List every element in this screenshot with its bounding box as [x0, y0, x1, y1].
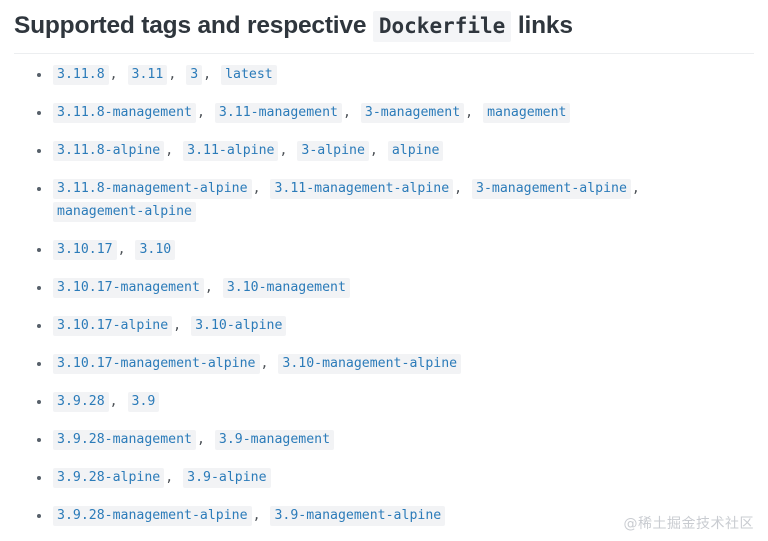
tag-link[interactable]: 3.10.17-management: [53, 277, 204, 298]
tag-separator: ,: [279, 142, 288, 158]
tag-link[interactable]: 3.9.28-alpine: [53, 467, 165, 488]
tag-link[interactable]: 3.10.17-management-alpine: [53, 353, 260, 374]
tag-separator: ,: [204, 279, 213, 295]
tag-line: 3.10.17-alpine, 3.10-alpine: [53, 315, 287, 336]
tag-line: 3.10.17-management-alpine, 3.10-manageme…: [53, 353, 462, 374]
tag-separator: ,: [109, 66, 118, 82]
tag-link[interactable]: latest: [221, 64, 277, 85]
tag-separator: ,: [173, 317, 182, 333]
tag-line: 3.11.8, 3.11, 3, latest: [53, 64, 277, 85]
tag-separator: ,: [165, 469, 174, 485]
watermark: @稀土掘金技术社区: [623, 516, 754, 532]
tag-link[interactable]: 3.11.8-management-alpine: [53, 178, 252, 199]
tag-link[interactable]: 3-alpine: [297, 140, 369, 161]
tag-line: 3.9.28-management-alpine, 3.9-management…: [53, 505, 446, 526]
tag-link[interactable]: 3-management-alpine: [472, 178, 631, 199]
tag-separator: ,: [631, 180, 640, 196]
tag-link[interactable]: 3.9.28: [53, 391, 109, 412]
tag-link[interactable]: 3.11-management-alpine: [270, 178, 454, 199]
tag-line: 3.9.28-management, 3.9-management: [53, 429, 335, 450]
list-item: 3.10.17-management, 3.10-management: [0, 276, 768, 299]
tag-link[interactable]: 3.9.28-management-alpine: [53, 505, 252, 526]
tag-link[interactable]: 3.10: [135, 239, 176, 260]
tag-link[interactable]: 3.9: [127, 391, 160, 412]
tag-separator: ,: [165, 142, 174, 158]
tag-link[interactable]: 3.10-management: [222, 277, 350, 298]
tag-link[interactable]: 3.10-alpine: [191, 315, 287, 336]
list-item: 3.9.28-alpine, 3.9-alpine: [0, 466, 768, 489]
tag-line: 3.10.17-management, 3.10-management: [53, 277, 350, 298]
heading-section: Supported tags and respective Dockerfile…: [0, 0, 768, 54]
tag-link[interactable]: 3-management: [360, 102, 465, 123]
tag-separator: ,: [196, 431, 205, 447]
list-item: 3.10.17-management-alpine, 3.10-manageme…: [0, 352, 768, 375]
list-item: 3.11.8-management, 3.11-management, 3-ma…: [0, 101, 768, 124]
tag-link[interactable]: 3.11.8-alpine: [53, 140, 165, 161]
tag-link[interactable]: 3.9.28-management: [53, 429, 196, 450]
tag-link[interactable]: alpine: [387, 140, 444, 161]
tag-separator: ,: [252, 180, 261, 196]
tag-separator: ,: [203, 66, 212, 82]
tag-separator: ,: [465, 104, 474, 120]
tag-link[interactable]: 3.9-management-alpine: [270, 505, 446, 526]
tag-separator: ,: [117, 241, 126, 257]
tag-line: 3.9.28-alpine, 3.9-alpine: [53, 467, 271, 488]
list-item: 3.10.17-alpine, 3.10-alpine: [0, 314, 768, 337]
tag-separator: ,: [342, 104, 351, 120]
tag-link[interactable]: 3.9-alpine: [183, 467, 271, 488]
tag-separator: ,: [196, 104, 205, 120]
list-item: 3.11.8-management-alpine, 3.11-managemen…: [0, 177, 768, 223]
tag-link[interactable]: 3.10.17: [53, 239, 117, 260]
list-item: 3.9.28, 3.9: [0, 390, 768, 413]
tag-link[interactable]: 3.11: [127, 64, 168, 85]
tag-link[interactable]: 3.11.8-management: [53, 102, 196, 123]
tag-separator: ,: [369, 142, 378, 158]
tag-separator: ,: [109, 393, 118, 409]
page-title-suffix: links: [517, 12, 573, 39]
tag-separator: ,: [454, 180, 463, 196]
tag-link[interactable]: 3.11-management: [214, 102, 342, 123]
dockerfile-code-chip: Dockerfile: [372, 11, 512, 42]
list-item: 3.11.8-alpine, 3.11-alpine, 3-alpine, al…: [0, 139, 768, 162]
list-item: 3.11.8, 3.11, 3, latest: [0, 63, 768, 86]
supported-tags-list: 3.11.8, 3.11, 3, latest 3.11.8-management…: [0, 63, 768, 527]
tag-separator: ,: [252, 507, 261, 523]
page-title-prefix: Supported tags and respective: [14, 12, 367, 39]
tag-line: 3.9.28, 3.9: [53, 391, 160, 412]
tag-link[interactable]: 3.10.17-alpine: [53, 315, 173, 336]
list-item: 3.9.28-management, 3.9-management: [0, 428, 768, 451]
tag-line: 3.11.8-alpine, 3.11-alpine, 3-alpine, al…: [53, 140, 444, 161]
tag-link[interactable]: management-alpine: [53, 201, 196, 222]
page-title: Supported tags and respective Dockerfile…: [14, 10, 754, 54]
tag-link[interactable]: 3: [186, 64, 203, 85]
tag-link[interactable]: management: [483, 102, 571, 123]
list-item: 3.9.28-management-alpine, 3.9-management…: [0, 504, 768, 527]
tag-link[interactable]: 3.10-management-alpine: [278, 353, 462, 374]
tag-line: 3.11.8-management-alpine, 3.11-managemen…: [53, 178, 642, 222]
tag-link[interactable]: 3.11-alpine: [183, 140, 279, 161]
tag-separator: ,: [168, 66, 177, 82]
tag-separator: ,: [260, 355, 269, 371]
tag-link[interactable]: 3.11.8: [53, 64, 109, 85]
list-item: 3.10.17, 3.10: [0, 238, 768, 261]
tag-link[interactable]: 3.9-management: [214, 429, 335, 450]
tag-line: 3.11.8-management, 3.11-management, 3-ma…: [53, 102, 571, 123]
tag-line: 3.10.17, 3.10: [53, 239, 176, 260]
